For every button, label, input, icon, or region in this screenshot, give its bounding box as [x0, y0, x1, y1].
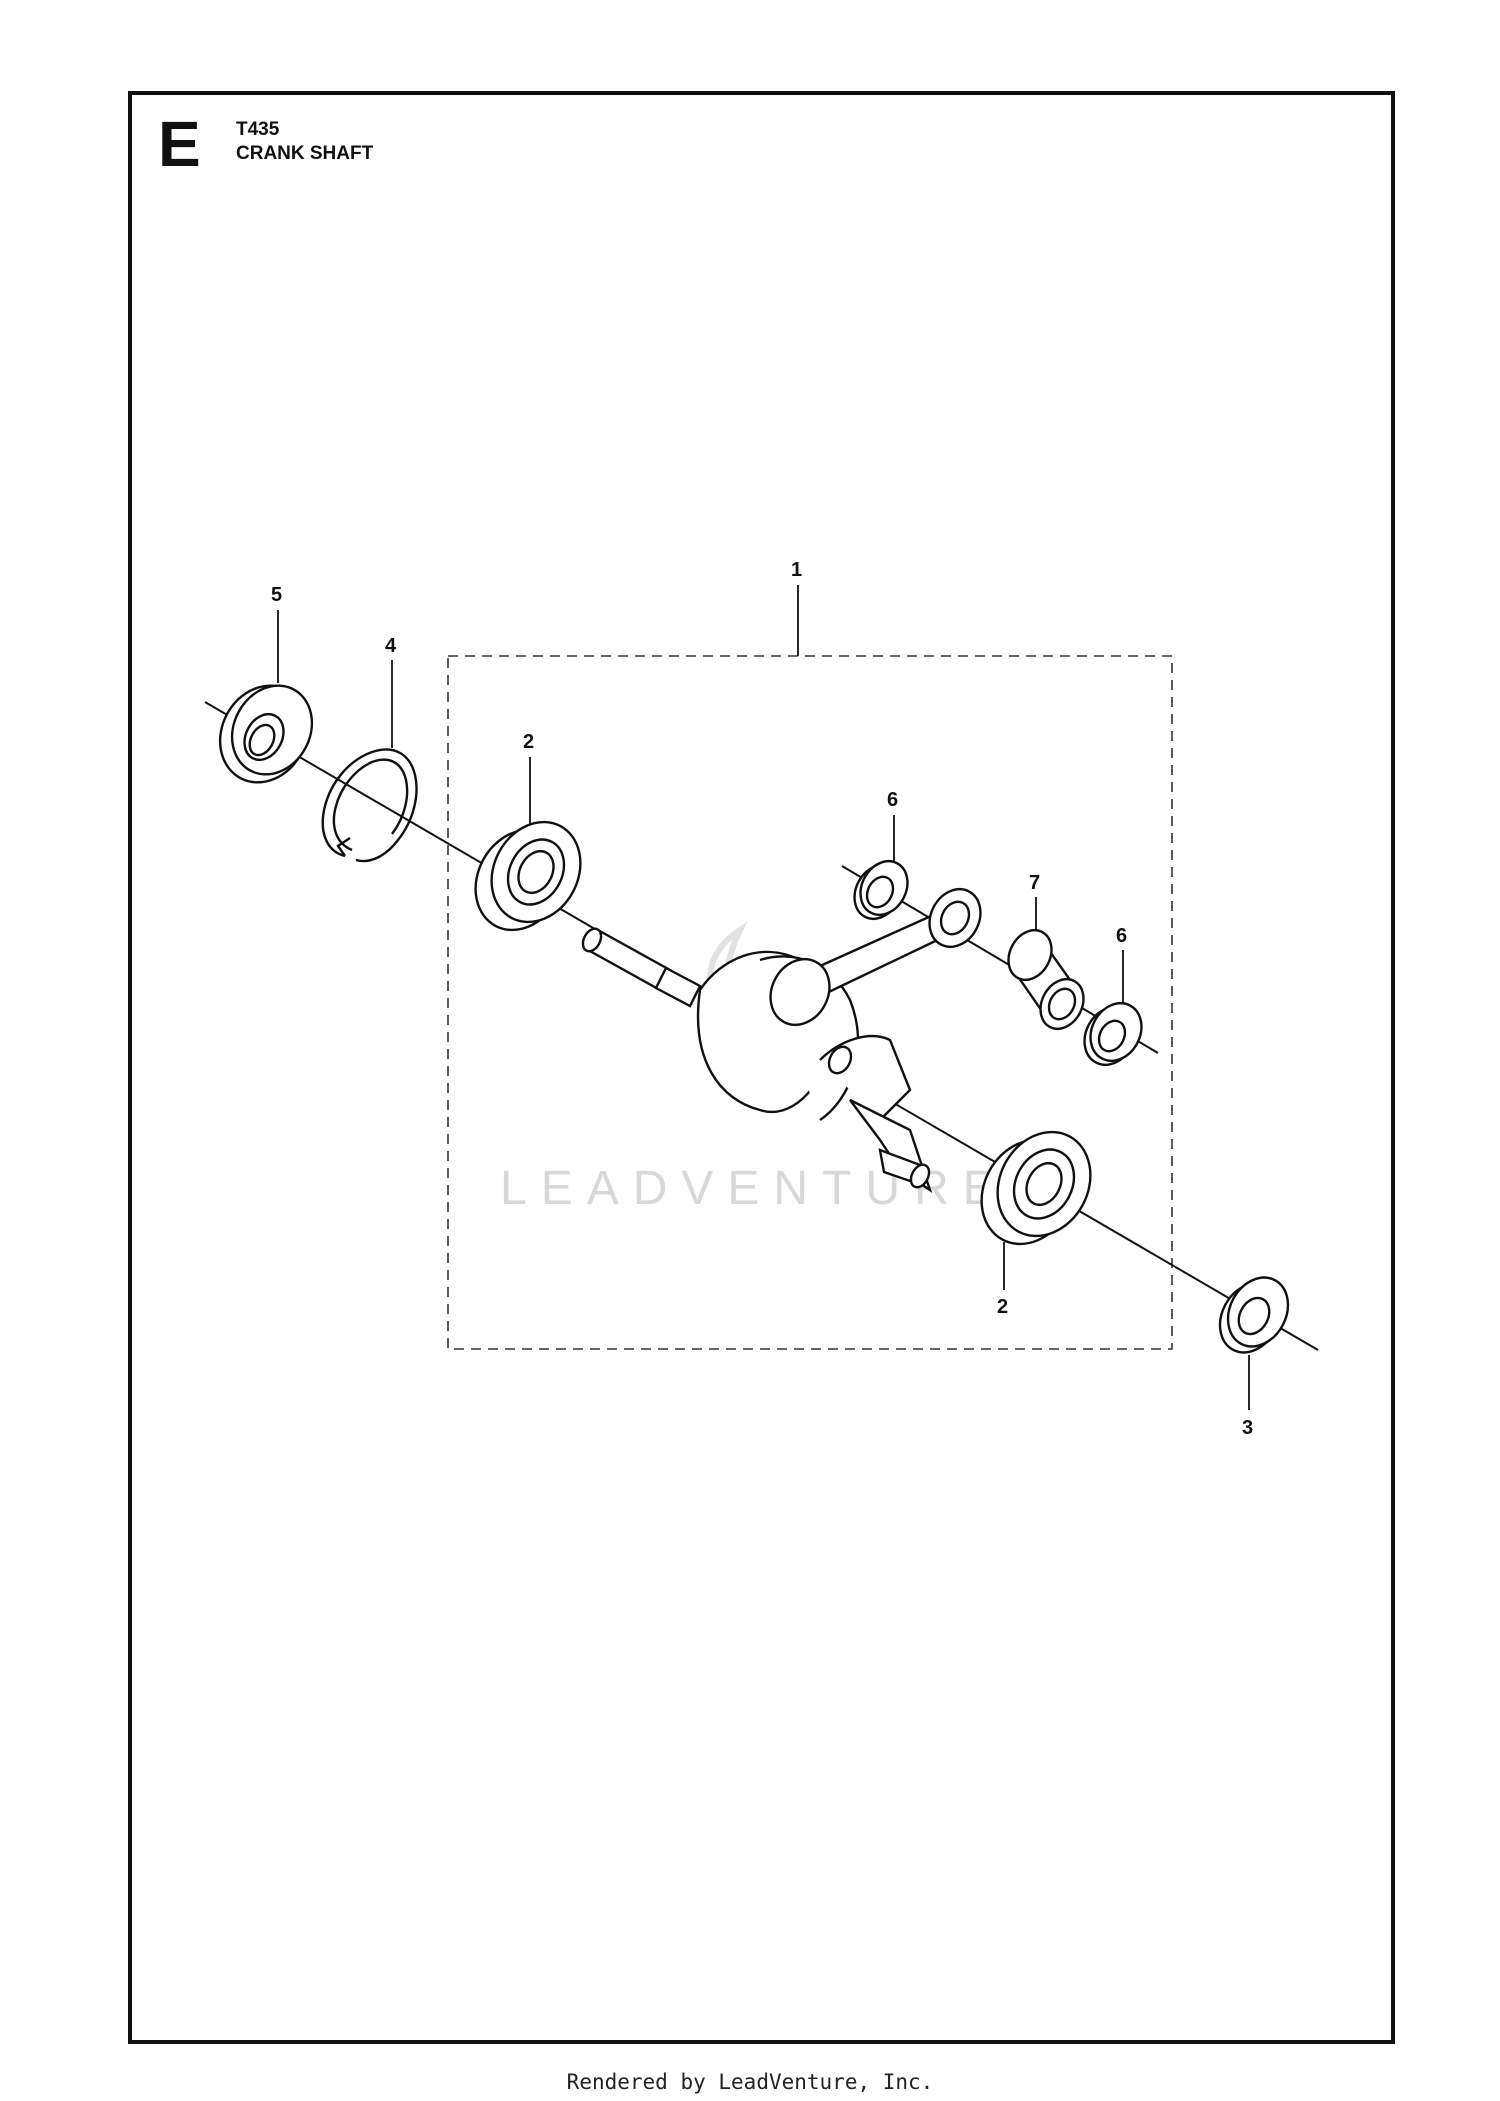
callout-7: 7: [1029, 872, 1040, 894]
seal-part-5: [218, 684, 314, 784]
callout-6-lower: 6: [1116, 925, 1127, 947]
washer-part-6-upper: [853, 860, 909, 920]
assembly-boundary: [447, 655, 1173, 1350]
washer-part-6-lower: [1083, 1002, 1143, 1066]
callout-1: 1: [791, 559, 802, 581]
callout-2-right: 2: [997, 1296, 1008, 1318]
circlip-part-4: [321, 748, 418, 863]
washer-part-3: [1218, 1276, 1290, 1354]
model-label: T435: [236, 119, 280, 140]
callout-2-left: 2: [523, 731, 534, 753]
bearing-part-2-left: [474, 820, 582, 932]
needle-bearing-part-7: [1007, 928, 1085, 1031]
page-frame: [128, 91, 1395, 2044]
callout-6-upper: 6: [887, 789, 898, 811]
callout-3: 3: [1242, 1417, 1253, 1439]
diagram-title: CRANK SHAFT: [236, 143, 374, 164]
connecting-rod: [769, 888, 982, 1026]
callout-4: 4: [385, 635, 397, 657]
section-letter: E: [158, 108, 201, 180]
footer-credit: Rendered by LeadVenture, Inc.: [566, 2070, 934, 2094]
watermark-text: LEADVENTURE: [500, 1162, 1009, 1215]
callout-5: 5: [271, 584, 282, 606]
bearing-part-2-right: [980, 1130, 1092, 1246]
